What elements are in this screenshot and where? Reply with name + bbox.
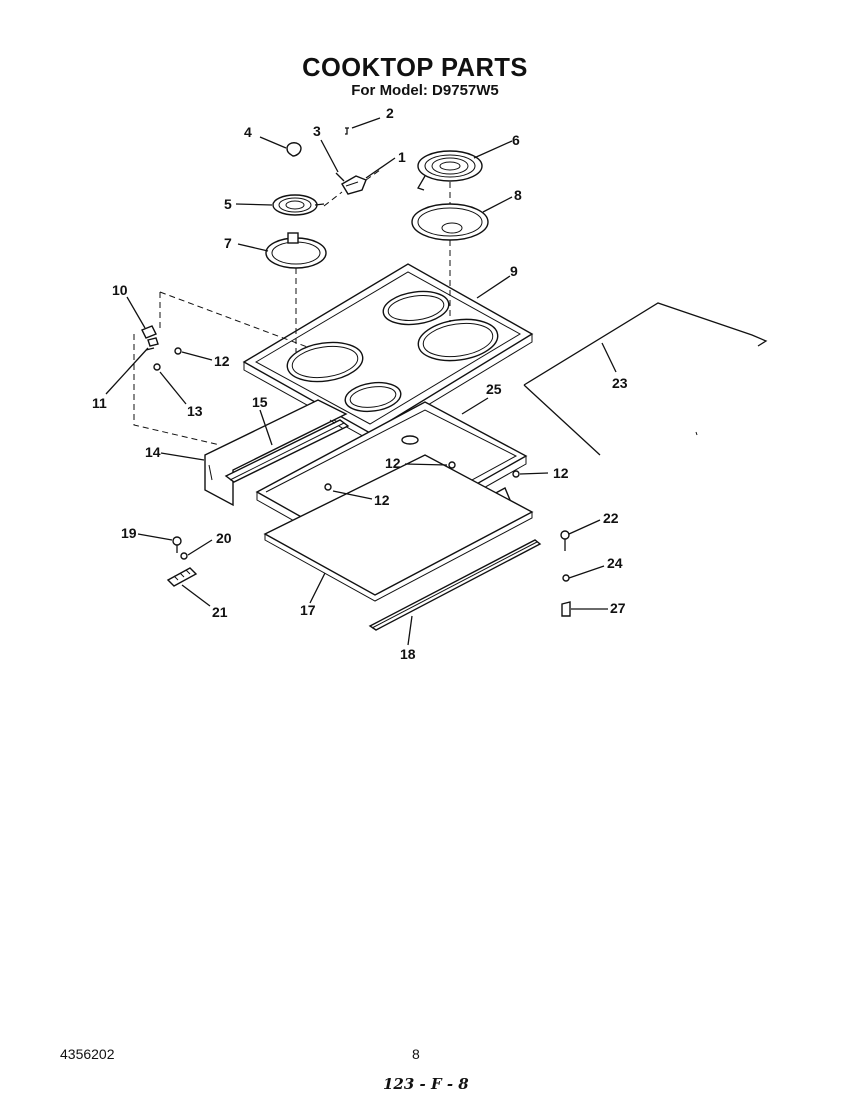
callout-24: 24 [607, 555, 623, 571]
callout-23: 23 [612, 375, 628, 391]
screw-12-center [448, 461, 456, 469]
front-rail-part-18 [368, 539, 542, 631]
receptacle-part-1 [341, 175, 367, 195]
rear-channel-part-15 [224, 419, 350, 483]
callout-6: 6 [512, 132, 520, 148]
callout-17: 17 [300, 602, 316, 618]
callout-12-right: 12 [553, 465, 569, 481]
callout-8: 8 [514, 187, 522, 203]
callout-22: 22 [603, 510, 619, 526]
callout-21: 21 [212, 604, 228, 620]
screw-12-right [512, 470, 520, 478]
screw-part-2 [345, 127, 349, 135]
terminal-cap-part-4 [286, 142, 302, 157]
callout-11: 11 [92, 395, 107, 411]
screw-12-lower [324, 483, 332, 491]
model-subtitle: For Model: D9757W5 [351, 82, 499, 99]
callout-5: 5 [224, 196, 232, 212]
callout-12-left: 12 [214, 353, 230, 369]
terminal-block-part-21 [166, 567, 198, 587]
screw-part-19 [172, 536, 182, 553]
callout-3: 3 [313, 123, 321, 139]
callout-7: 7 [224, 235, 232, 251]
callout-18: 18 [400, 646, 416, 662]
clip-part-27 [561, 601, 571, 617]
callout-1-2: 2 [386, 105, 394, 121]
callout-4: 4 [244, 124, 252, 140]
drip-bowl-small-part-7 [265, 232, 327, 269]
clip-part-3 [335, 172, 345, 182]
hinge-bracket-part-10 [141, 325, 159, 347]
washer-part-24 [562, 574, 570, 582]
callout-12-center: 12 [385, 455, 401, 471]
callout-20: 20 [216, 530, 232, 546]
document-number: 4356202 [60, 1046, 115, 1062]
callout-13: 13 [187, 403, 203, 419]
callout-9: 9 [510, 263, 518, 279]
surface-element-small-part-5 [272, 194, 325, 216]
callout-12-lower: 12 [374, 492, 390, 508]
leader-lines [105, 117, 617, 646]
callout-15: 15 [252, 394, 268, 410]
lift-rod-part-23 [523, 302, 768, 456]
callout-19: 19 [121, 525, 137, 541]
washer-part-20 [180, 552, 188, 560]
screw-part-13 [153, 363, 161, 371]
bottom-panel-part-17 [263, 454, 534, 602]
handwritten-code: 123 - F - 8 [383, 1075, 469, 1093]
drip-bowl-large-part-8 [411, 203, 489, 241]
cooktop-top-part-9 [242, 263, 534, 441]
callout-25: 25 [486, 381, 502, 397]
callout-27: 27 [610, 600, 626, 616]
page-title: COOKTOP PARTS [302, 52, 528, 82]
page-number: 8 [412, 1046, 420, 1062]
surface-element-large-part-6 [417, 150, 483, 191]
screw-part-22 [560, 530, 570, 551]
callout-1: 1 [398, 149, 406, 165]
callout-10: 10 [112, 282, 128, 298]
callout-14: 14 [145, 444, 161, 460]
